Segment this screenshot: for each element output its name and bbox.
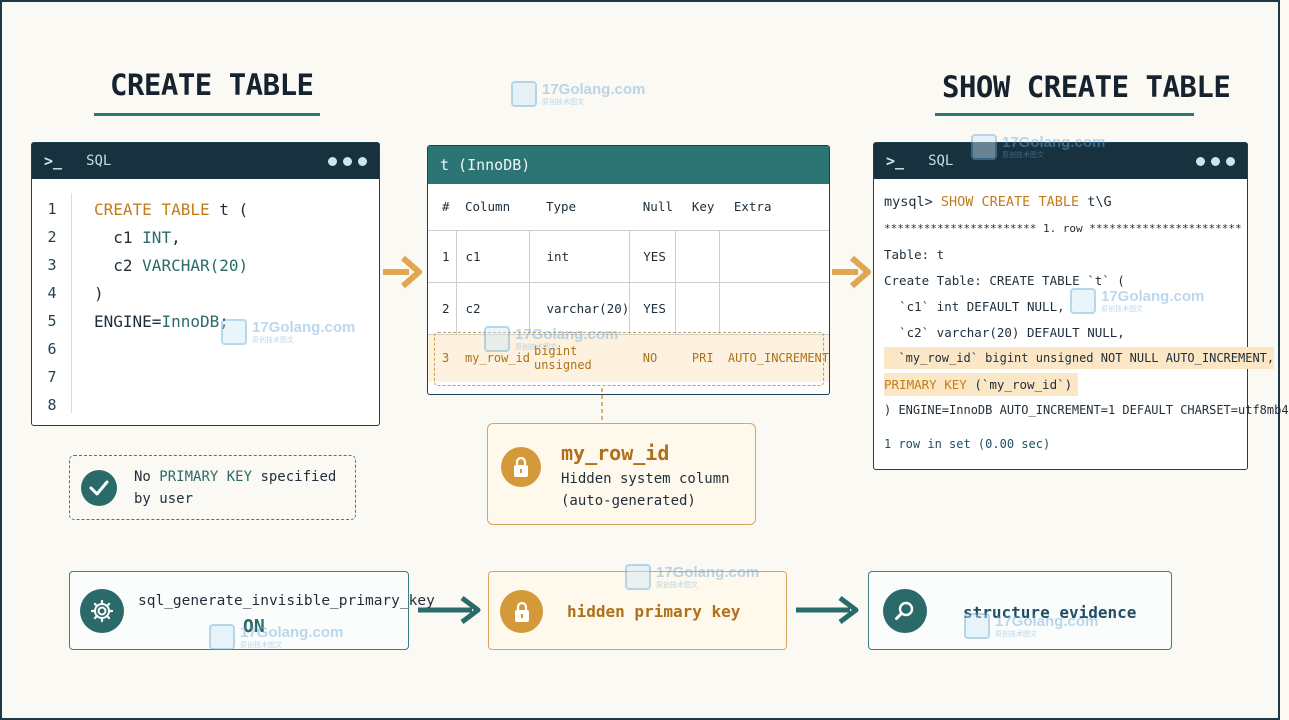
no-primary-key-note: No PRIMARY KEY specified by user [69, 455, 356, 520]
sql-panel-header: >_ SQL [32, 143, 379, 179]
check-icon [81, 470, 117, 506]
column-header: Extra [719, 184, 829, 231]
output-line: Table: t [884, 246, 945, 262]
output-line: `c2` varchar(20) DEFAULT NULL, [884, 324, 1125, 340]
code-line: 8 [47, 396, 57, 414]
callout-line-2: (auto-generated) [561, 493, 696, 509]
code-line: 2 c1 INT, [47, 227, 181, 247]
code-line: 4) [47, 283, 104, 303]
table-row: 2 c2 varchar(20) YES [428, 282, 829, 335]
code-line: 7 [47, 368, 57, 386]
table-row: 1 c1 int YES [428, 230, 829, 283]
hidden-column-line: `my_row_id` bigint unsigned NOT NULL AUT… [884, 345, 1275, 371]
primary-key-line: PRIMARY KEY (`my_row_id`) [884, 371, 1247, 397]
lock-icon [500, 590, 543, 633]
output-line: Create Table: CREATE TABLE `t` ( [884, 272, 1125, 288]
terminal-prompt-icon: >_ [44, 152, 63, 170]
gear-icon [80, 589, 124, 633]
setting-box: sql_generate_invisible_primary_key ON [69, 571, 435, 650]
row-separator: *********************** 1. row *********… [884, 221, 1242, 235]
engine-line: ) ENGINE=InnoDB AUTO_INCREMENT=1 DEFAULT… [884, 403, 1289, 417]
line-gutter [32, 193, 72, 413]
column-header: Key [675, 184, 720, 231]
lock-icon [501, 447, 541, 487]
column-header: Column [456, 184, 530, 231]
more-dots-icon[interactable] [328, 156, 367, 166]
table-structure-panel: t (InnoDB) # Column Type Null Key Extra … [427, 145, 830, 395]
title-underline-left [94, 113, 320, 116]
column-header: Type [529, 184, 630, 231]
arrow-right-icon [796, 596, 859, 624]
hidden-pk-box: hidden primary key [488, 571, 787, 650]
arrow-right-icon [418, 596, 481, 624]
setting-name: sql_generate_invisible_primary_key [138, 593, 435, 609]
hidden-column-callout: my_row_id Hidden system column (auto-gen… [487, 423, 756, 525]
callout-line-1: Hidden system column [561, 471, 730, 487]
columns-table: # Column Type Null Key Extra 1 c1 int YE… [428, 184, 829, 382]
evidence-box: structure evidence [868, 571, 1172, 650]
terminal-output: mysql> SHOW CREATE TABLE t\G ***********… [874, 179, 1289, 457]
evidence-label: structure evidence [963, 603, 1137, 622]
connector-line [601, 388, 603, 424]
output-panel: >_ SQL mysql> SHOW CREATE TABLE t\G ****… [873, 142, 1289, 470]
note-line-2: by user [134, 491, 194, 507]
output-panel-header: >_ SQL [874, 143, 1247, 179]
table-header-row: # Column Type Null Key Extra [428, 184, 829, 231]
create-table-title: CREATE TABLE [110, 68, 314, 102]
note-line-1: No PRIMARY KEY specified [134, 469, 337, 485]
hidden-column-row: 3 my_row_id bigint unsigned NO PRI AUTO_… [428, 334, 829, 382]
title-underline-right [935, 113, 1194, 116]
arrow-right-icon [383, 255, 422, 289]
hidden-pk-label: hidden primary key [567, 602, 741, 621]
show-create-table-title: SHOW CREATE TABLE [942, 70, 1231, 104]
magnifier-icon [883, 589, 927, 633]
code-line: 3 c2 VARCHAR(20) [47, 255, 249, 275]
callout-column-name: my_row_id [561, 441, 670, 465]
setting-value: ON [243, 616, 265, 637]
terminal-prompt-icon: >_ [886, 152, 905, 170]
output-panel-title: SQL [928, 153, 954, 169]
result-footer: 1 row in set (0.00 sec) [884, 437, 1051, 451]
command-line: mysql> SHOW CREATE TABLE t\G [884, 194, 1112, 210]
sql-panel-title: SQL [86, 153, 112, 169]
code-line: 6 [47, 340, 57, 358]
column-header: Null [629, 184, 676, 231]
arrow-right-icon [832, 255, 871, 289]
output-line: `c1` int DEFAULT NULL, [884, 298, 1065, 314]
column-header: # [428, 184, 457, 231]
more-dots-icon[interactable] [1196, 156, 1235, 166]
table-panel-title: t (InnoDB) [428, 146, 829, 184]
